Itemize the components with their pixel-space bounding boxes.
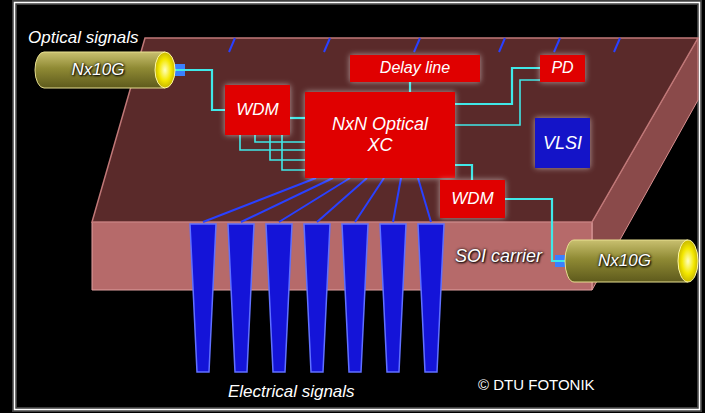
panel-glow — [15, 3, 700, 410]
node-label: VLSI — [543, 133, 582, 154]
electrical-wire — [393, 178, 401, 222]
cylinder-body — [35, 52, 165, 88]
waveguide — [270, 135, 305, 160]
cylinder-cap — [678, 240, 698, 282]
photodiode-block: PD — [540, 55, 585, 82]
electrical-pin — [228, 224, 254, 372]
electrical-pin — [380, 224, 406, 372]
optical-waveguide — [409, 82, 411, 92]
node-label: NxN Optical XC — [330, 114, 430, 155]
optical-waveguide — [175, 70, 225, 110]
electrical-wire — [418, 178, 431, 222]
optical-waveguide — [455, 68, 540, 104]
electrical-wire — [279, 178, 350, 222]
waveguide — [240, 135, 305, 150]
electrical-pin — [304, 224, 330, 372]
electrical-wire — [355, 178, 384, 222]
node-label: Nx10G — [72, 60, 125, 80]
cylinder-body — [565, 240, 688, 282]
optical-waveguide — [290, 117, 305, 119]
section-label: Electrical signals — [228, 382, 355, 402]
vlsi-block: VLSI — [535, 118, 590, 168]
electrical-pin — [190, 224, 216, 372]
bond-wire — [499, 38, 505, 52]
bond-wire — [414, 38, 420, 52]
waveguide — [282, 135, 305, 170]
cylinder-cap — [155, 52, 175, 88]
section-label: Optical signals — [28, 28, 139, 48]
bond-wire — [229, 38, 235, 52]
bond-wire — [554, 38, 560, 52]
electrical-pin — [418, 224, 444, 372]
optical-waveguide — [455, 165, 472, 180]
electrical-wire — [241, 178, 333, 222]
bond-wire — [614, 38, 620, 52]
optical-waveguide — [505, 199, 565, 261]
fiber-port: Nx10G — [35, 52, 175, 88]
electrical-pin — [266, 224, 292, 372]
bond-wire — [324, 38, 330, 52]
wdm-block: WDM — [225, 85, 290, 135]
panel-frame — [15, 3, 700, 410]
node-label: SOI carrier — [455, 246, 542, 267]
node-label: WDM — [451, 189, 493, 209]
waveguide — [255, 135, 305, 142]
crossconnect-block: NxN Optical XC — [305, 92, 455, 178]
copyright-note: © DTU FOTONIK — [478, 376, 595, 393]
node-label: Nx10G — [598, 251, 651, 271]
fiber-port: Nx10G — [565, 240, 698, 282]
electrical-pin — [342, 224, 368, 372]
waveguide — [455, 80, 540, 125]
node-label: Delay line — [380, 59, 450, 77]
slab-top — [92, 38, 698, 222]
node-label: PD — [551, 59, 573, 77]
electrical-wire — [203, 178, 316, 222]
delay-line-block: Delay line — [350, 55, 480, 82]
node-label: WDM — [236, 100, 278, 120]
wdm-block: WDM — [440, 180, 505, 218]
